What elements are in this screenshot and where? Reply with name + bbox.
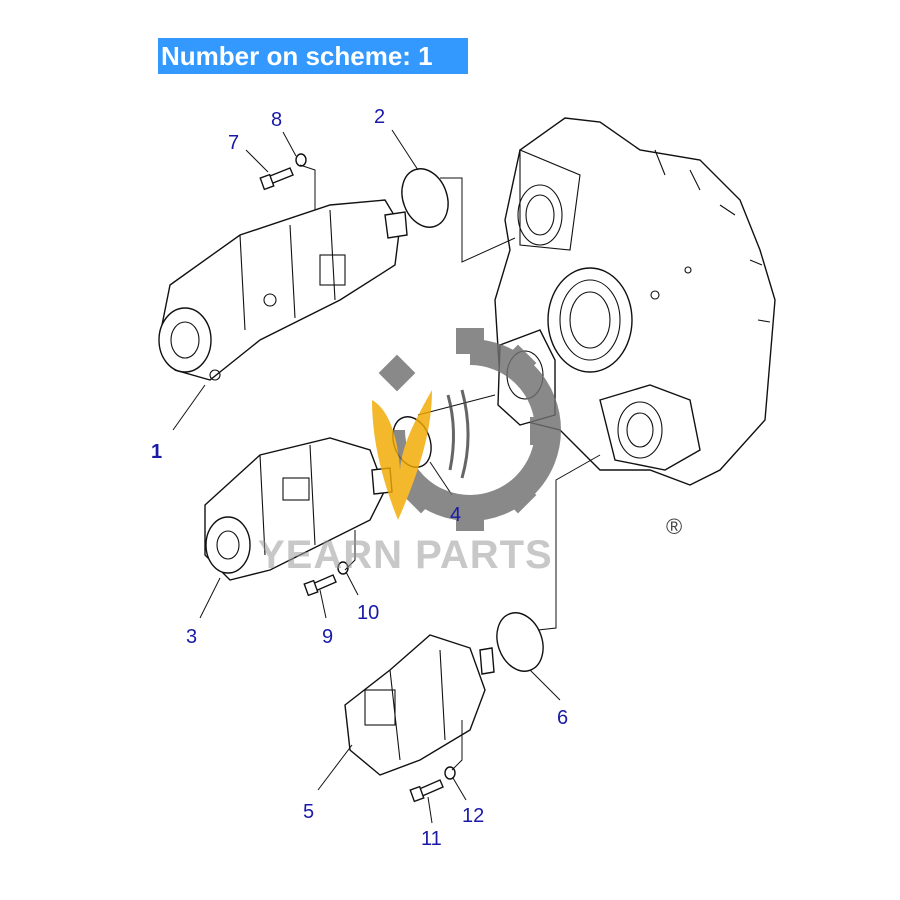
hydraulic-pump-3 <box>204 437 393 581</box>
washer-10 <box>337 561 349 575</box>
callout-12: 12 <box>462 805 484 827</box>
callout-6: 6 <box>557 707 568 729</box>
callout-2: 2 <box>374 106 385 128</box>
callout-10: 10 <box>357 602 379 624</box>
callout-1: 1 <box>151 441 162 463</box>
leader-lines <box>172 129 561 824</box>
callout-8: 8 <box>271 109 282 131</box>
hydraulic-pump-5 <box>344 634 495 776</box>
callout-9: 9 <box>322 626 333 648</box>
watermark-text: YEARN PARTS <box>258 533 553 577</box>
watermark-logo <box>372 328 561 531</box>
callout-4: 4 <box>450 504 461 526</box>
callout-7: 7 <box>228 132 239 154</box>
pump-drive-housing <box>494 117 776 486</box>
callout-3: 3 <box>186 626 197 648</box>
bolt-11 <box>409 779 444 803</box>
callout-labels: 1 2 3 4 5 6 7 8 9 10 11 12 <box>151 106 568 850</box>
registered-mark: ® <box>666 514 682 539</box>
bolt-7 <box>259 167 294 191</box>
washer-8 <box>295 153 307 167</box>
o-ring-2 <box>401 168 449 228</box>
callout-11: 11 <box>421 828 442 850</box>
flame-icon <box>372 390 432 520</box>
flame-lines-icon <box>446 389 470 479</box>
callout-5: 5 <box>303 801 314 823</box>
scheme-number-title: Number on scheme: 1 <box>158 38 468 74</box>
o-ring-6 <box>496 612 544 672</box>
bolt-9 <box>303 574 337 597</box>
assembly-lines <box>299 164 601 771</box>
hydraulic-pump-1 <box>158 199 408 381</box>
